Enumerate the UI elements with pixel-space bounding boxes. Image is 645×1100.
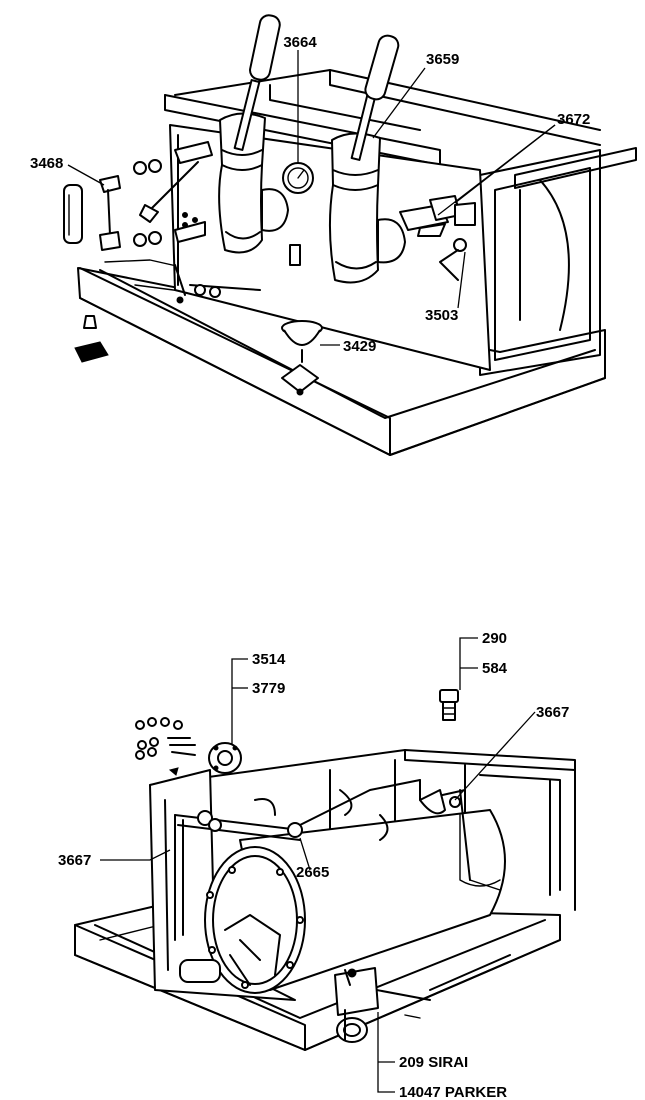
label-3659: 3659: [426, 51, 459, 68]
internal-pipework: [174, 779, 511, 1019]
label-14047-parker: 14047 PARKER: [399, 1084, 507, 1100]
label-3664: 3664: [283, 34, 317, 51]
label-290: 290: [482, 630, 507, 647]
label-209-sirai: 209 SIRAI: [399, 1054, 468, 1071]
left-lever-handle: [249, 14, 281, 81]
pressure-switch: [334, 967, 379, 1043]
label-3514: 3514: [252, 651, 286, 668]
part-3514-3779-flange: [135, 717, 242, 776]
boiler: [179, 809, 506, 994]
label-3468: 3468: [30, 155, 63, 172]
pressure-gauge: [282, 162, 314, 194]
right-group-head: [328, 34, 406, 284]
part-290-584-fitting: [439, 689, 459, 721]
bottom-view-machine: 3514 3779 290 584 3667 3667 2665 209 SIR…: [58, 630, 576, 1100]
left-group-head: [218, 14, 289, 254]
steam-gauge-window: [289, 244, 301, 266]
label-584: 584: [482, 660, 508, 677]
label-3667-left: 3667: [58, 852, 91, 869]
right-valve-assembly: [399, 195, 476, 281]
right-lever-handle: [364, 34, 400, 101]
label-3667-right: 3667: [536, 704, 569, 721]
machine-foot: [74, 315, 109, 363]
label-3779: 3779: [252, 680, 285, 697]
bottom-leader-lines: [100, 637, 536, 1093]
top-view-machine: 3664 3659 3672 3468 3503 3429: [30, 14, 637, 456]
part-3429-filter-basket: [281, 320, 323, 396]
label-3429: 3429: [343, 338, 376, 355]
lower-pipework: [174, 264, 261, 304]
base-tray: [77, 259, 606, 456]
left-steam-valve: [133, 141, 213, 247]
rear-frame: [164, 69, 637, 376]
label-3672: 3672: [557, 111, 590, 128]
label-2665: 2665: [296, 864, 329, 881]
heating-element-cover: [179, 959, 221, 983]
label-3503: 3503: [425, 307, 458, 324]
top-leader-lines: [67, 50, 556, 346]
part-3468-valve: [63, 175, 121, 251]
